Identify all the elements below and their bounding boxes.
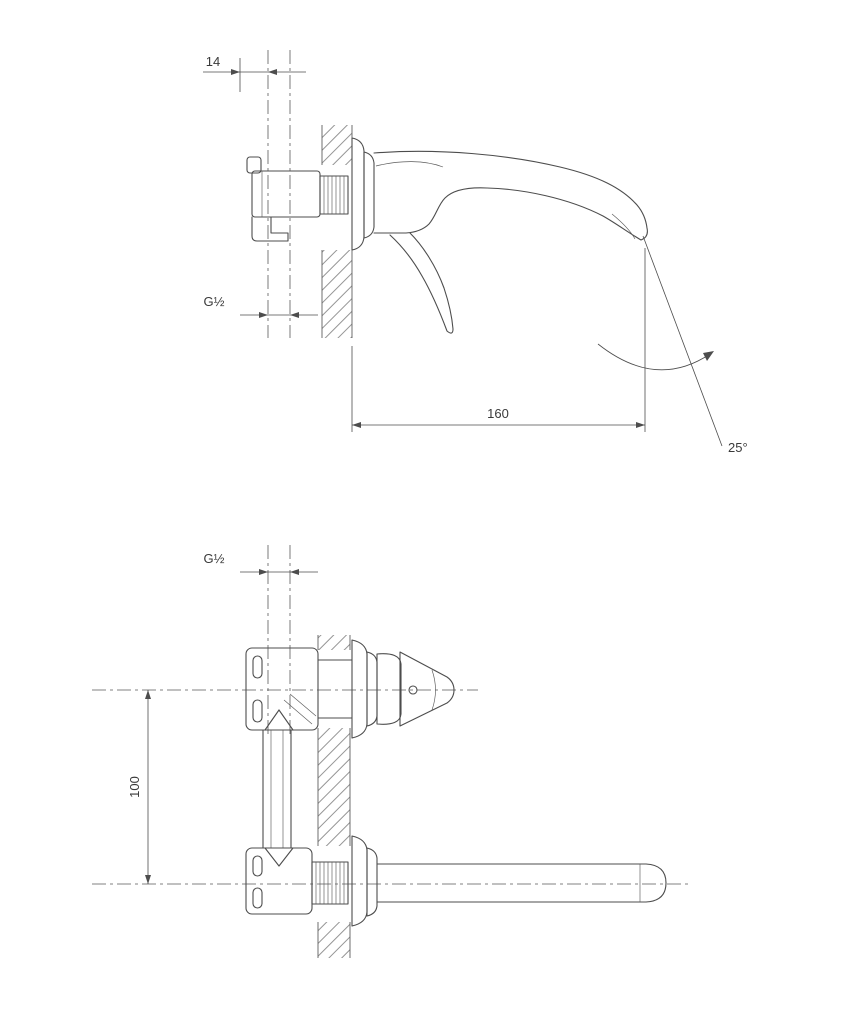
spout-front <box>351 835 667 927</box>
thread-connection-side <box>319 175 349 215</box>
dim-label-thread-front: G½ <box>204 551 225 566</box>
valve-body-side <box>246 156 349 242</box>
side-view: 14 G½ 160 25° <box>203 50 748 455</box>
dim-label-height: 100 <box>127 776 142 798</box>
dim-reach-160: 160 <box>351 248 646 432</box>
center-lines-front <box>92 545 690 885</box>
thread-connection-front <box>311 861 349 905</box>
wall-section-front <box>317 635 351 958</box>
dim-label-angle: 25° <box>728 440 748 455</box>
upper-bracket-front <box>245 647 353 731</box>
dim-angle-25: 25° <box>597 235 748 455</box>
dim-label-offset: 14 <box>206 54 220 69</box>
spout-side <box>373 150 648 241</box>
dim-offset-14: 14 <box>203 54 306 75</box>
dim-thread-g12-side: G½ <box>204 294 318 318</box>
dim-label-reach: 160 <box>487 406 509 421</box>
lower-bracket-front <box>245 847 349 915</box>
center-lines-side <box>239 50 291 338</box>
handle-front <box>351 639 455 739</box>
connector-bar-front <box>262 729 292 849</box>
front-view: G½ 100 <box>92 545 690 958</box>
dim-thread-g12-front: G½ <box>204 551 318 575</box>
handle-side <box>389 232 454 334</box>
dim-height-100: 100 <box>127 690 151 884</box>
dim-label-thread-side: G½ <box>204 294 225 309</box>
wall-section-side <box>321 125 353 338</box>
escutcheon-side <box>351 137 375 251</box>
